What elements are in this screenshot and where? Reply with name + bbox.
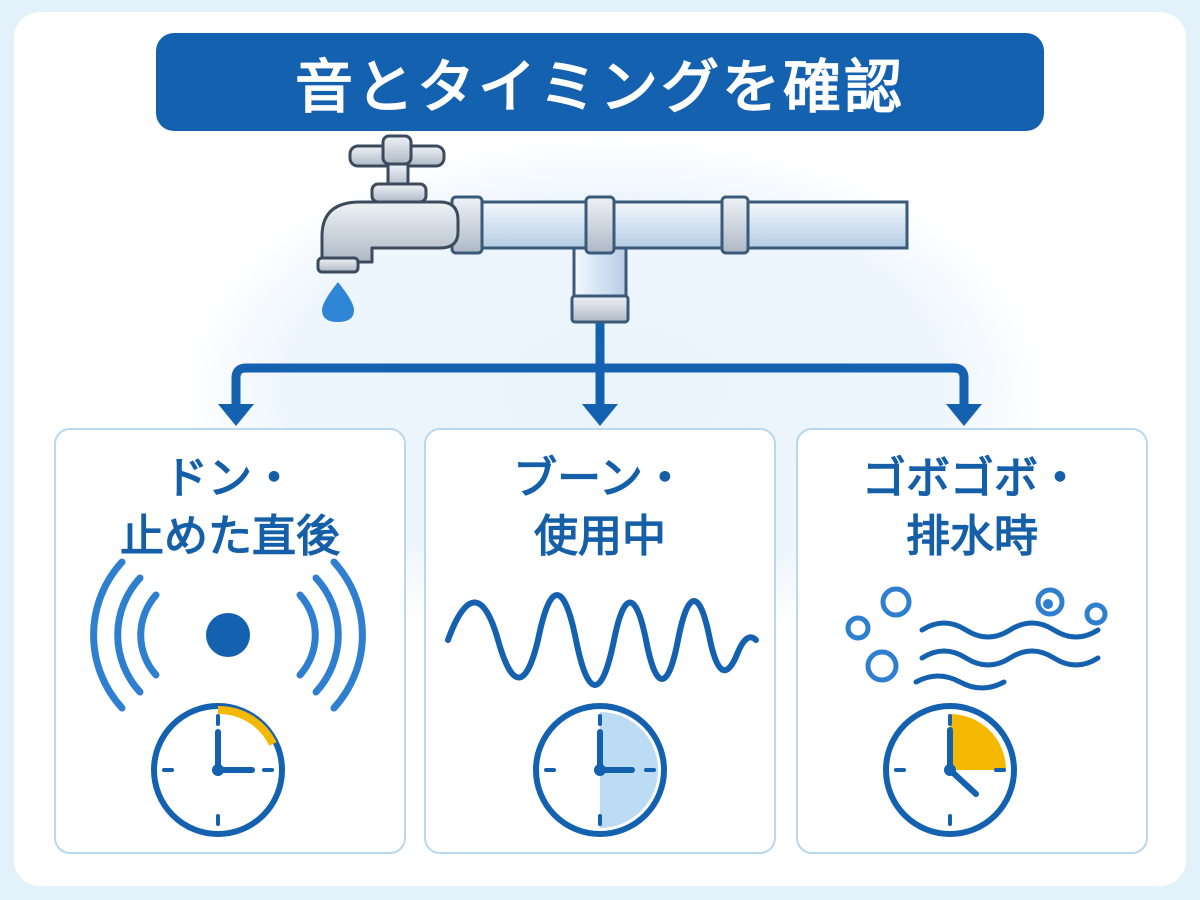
- card-title-line2: 止めた直後: [120, 511, 340, 562]
- card-title-line1: ブーン・: [513, 453, 687, 504]
- arrow-head-right: [946, 404, 982, 426]
- clock-short-icon: [151, 703, 285, 837]
- card-title-line1: ドン・: [164, 453, 296, 504]
- arrow-branch-line: [231, 363, 969, 415]
- card-title-line2: 排水時: [906, 511, 1038, 562]
- card-title: ドン・ 止めた直後: [56, 450, 404, 566]
- water-drop-icon: [322, 282, 354, 322]
- card-hum: ブーン・ 使用中: [424, 428, 776, 854]
- gurgle-bubbles-icon: [845, 586, 1108, 691]
- clock-half-icon: [533, 703, 667, 837]
- card-title-line1: ゴボゴボ・: [862, 453, 1082, 504]
- card-title: ブーン・ 使用中: [426, 450, 774, 566]
- page-title: 音とタイミングを確認: [294, 53, 905, 121]
- clock-quarter-icon: [883, 703, 1017, 837]
- card-gurgle: ゴボゴボ・ 排水時: [796, 428, 1148, 854]
- arrow-head-left: [218, 404, 254, 426]
- flow-arrows: [231, 317, 969, 415]
- knock-sound-icon: [90, 558, 366, 712]
- arrow-heads: [218, 404, 982, 426]
- card-title: ゴボゴボ・ 排水時: [798, 450, 1146, 566]
- title-banner: 音とタイミングを確認: [156, 33, 1044, 131]
- arrow-head-center: [582, 404, 618, 426]
- water-pipe: [450, 195, 909, 324]
- hum-wave-icon: [445, 592, 759, 688]
- card-title-line2: 使用中: [534, 511, 666, 562]
- card-knock: ドン・ 止めた直後: [54, 428, 406, 854]
- faucet-icon: [316, 134, 460, 274]
